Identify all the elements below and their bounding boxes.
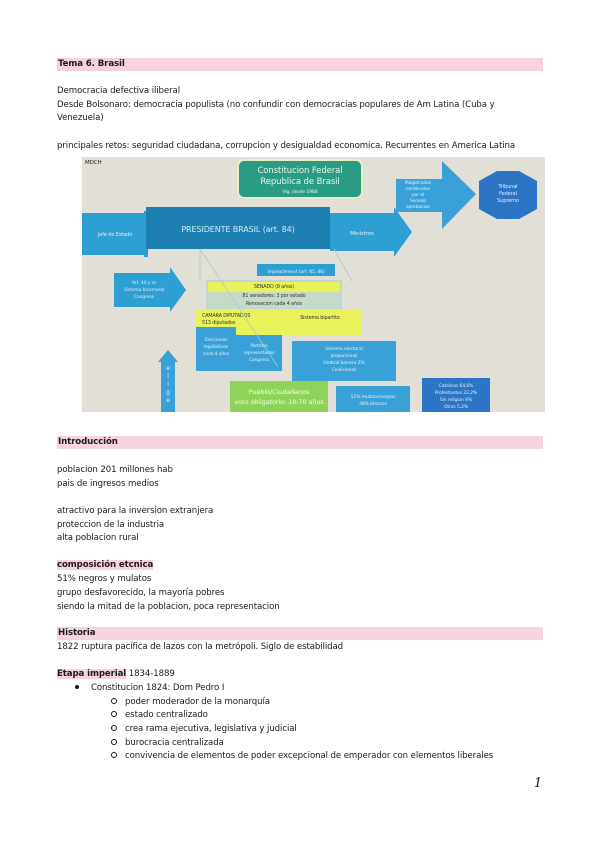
arrow-text-line: aprobacion	[406, 204, 430, 210]
ministros-label: Ministros	[350, 231, 374, 237]
text-line: Venezuela)	[57, 113, 104, 123]
ministros-box	[330, 207, 412, 257]
presidente-label: PRESIDENTE BRASIL (art. 84)	[181, 225, 294, 234]
pueblo-line: Pueblo/Ciudadanos	[249, 388, 310, 396]
vertical-letter: e	[166, 365, 170, 372]
text-line: grupo desfavorecido, la mayoría pobres	[57, 588, 225, 598]
senado-line: 81 senadores: 3 por estado	[242, 293, 305, 299]
text-line: atractivo para la inversion extranjera	[57, 506, 214, 516]
connector-line	[333, 248, 353, 282]
elecciones-line: legislativas	[204, 344, 229, 350]
sub-bullet-item: convivencia de elementos de poder excepc…	[111, 750, 493, 762]
etapa-label: Etapa imperial	[57, 669, 127, 679]
sistema-line: proporcional	[331, 353, 358, 359]
circle-bullet-icon	[111, 710, 117, 717]
pueblo-line: voto obligatorio: 18-70 años	[234, 398, 324, 406]
pueblo-box	[230, 381, 328, 412]
partidos-line: Congreso	[249, 357, 270, 363]
congreso-line: Congreso	[134, 294, 155, 300]
elecciones-line: cada 4 años	[203, 351, 230, 357]
subheading-composicion: composición etcnica	[57, 560, 154, 570]
constitucion-line-1: Constitucion Federal	[257, 166, 342, 176]
vertical-letter: g	[166, 389, 170, 396]
impeachment-box	[257, 264, 335, 276]
circle-bullet-icon	[111, 738, 117, 745]
sub-bullet-item: crea rama ejecutiva, legislativa y judic…	[111, 723, 297, 735]
congreso-line: Art. 44 y ss	[132, 280, 157, 286]
magistrados-arrow	[396, 161, 476, 229]
connector-line	[199, 248, 279, 368]
camara-line: CAMARA DIPUTADOS	[202, 313, 250, 319]
arrow-text-line: nombrados	[406, 186, 431, 192]
sistema-box	[292, 341, 396, 381]
vertical-letter: i	[167, 381, 169, 388]
sub-bullet-item: estado centralizado	[111, 709, 208, 721]
sistema-line: Sistema electoral	[325, 346, 363, 352]
diagram-corner-label: MDCH	[85, 160, 102, 166]
sub-bullet-item: burocracia centralizada	[111, 737, 224, 749]
camara-line: 513 diputados	[202, 320, 236, 326]
senado-line: SENADO (8 años)	[254, 284, 294, 290]
stf-line: Supremo	[497, 198, 519, 204]
religion-line: Otros 5,2%	[444, 404, 469, 410]
circle-bullet-icon	[111, 724, 117, 731]
religion-line: Catolicos 64,6%	[439, 383, 475, 389]
bullet-dot-icon	[75, 684, 79, 689]
partidos-line: representados	[243, 350, 275, 356]
jefe-estado-box	[82, 213, 148, 255]
text-line: principales retos: seguridad ciudadana, …	[57, 141, 516, 151]
text-line: 1822 ruptura pacífica de lazos con la me…	[57, 642, 344, 652]
stf-octagon	[479, 171, 537, 219]
vertical-arrow	[158, 350, 178, 412]
text-line: poblacion 201 millones hab	[57, 465, 173, 475]
page-number: 1	[533, 776, 542, 791]
camara-right-label: Sistema bipartito	[300, 315, 340, 321]
impeachment-label: Impeachment (art. 85, 86)	[267, 269, 325, 275]
congreso-line: Sistema bicameral	[124, 287, 164, 293]
congreso-arrow	[114, 267, 186, 312]
vertical-letter: e	[166, 397, 170, 404]
text-line: Desde Bolsonaro: democracia populista (n…	[57, 100, 495, 110]
section-historia: Historia	[57, 627, 543, 640]
religion-line: Sin religion 8%	[440, 397, 473, 403]
partidos-box	[236, 335, 282, 371]
section-introduccion: Introducción	[57, 436, 543, 449]
sistema-line: Coaliciones	[332, 367, 357, 373]
etapa-years: 1834-1889	[126, 669, 175, 679]
religion-box	[422, 378, 490, 412]
elecciones-line: Elecciones	[205, 337, 229, 343]
etapa-line: Etapa imperial 1834-1889	[57, 668, 175, 680]
constitucion-small: Vig. desde 1988	[283, 189, 318, 195]
circle-bullet-icon	[111, 697, 117, 704]
elecciones-box	[196, 327, 236, 371]
arrow-text-line: por el	[412, 192, 424, 198]
circle-bullet-icon	[111, 751, 117, 758]
political-system-diagram: MDCH Constitucion Federal Republica de B…	[82, 157, 545, 412]
title-heading: Tema 6. Brasil	[57, 58, 543, 71]
sub-bullet-item: poder moderador de la monarquía	[111, 696, 270, 708]
arrow-text-line: Senado	[410, 198, 427, 204]
arrow-text-line: Magistrados	[405, 180, 432, 186]
text-line: pais de ingresos medios	[57, 479, 159, 489]
partidos-line: Partidos	[250, 343, 268, 349]
presidente-box	[146, 207, 330, 249]
poblacion-line: 48% blancos	[359, 401, 387, 407]
text-line: 51% negros y mulatos	[57, 574, 152, 584]
stf-line: Tribunal	[498, 184, 518, 190]
text-line: siendo la mitad de la poblacion, poca re…	[57, 602, 280, 612]
poblacion-box	[336, 386, 410, 412]
text-line: alta poblacion rural	[57, 533, 139, 543]
constitucion-box	[237, 159, 363, 199]
sistema-line: Umbral barrera 2%	[323, 360, 365, 366]
vertical-letter: l	[167, 373, 169, 380]
text-line: proteccion de la industria	[57, 520, 165, 530]
bullet-item: Constitucion 1824: Dom Pedro I	[75, 682, 224, 694]
jefe-estado-label: Jefe de Estado	[97, 232, 132, 238]
constitucion-line-2: Republica de Brasil	[260, 177, 339, 187]
poblacion-line: 51% mulatos/negros	[351, 394, 396, 400]
religion-line: Protestantes 22,2%	[435, 390, 478, 396]
senado-line: Renovacion cada 4 años	[246, 301, 303, 307]
stf-line: Federal	[499, 191, 517, 197]
text-line: Democracia defectiva iliberal	[57, 86, 180, 96]
